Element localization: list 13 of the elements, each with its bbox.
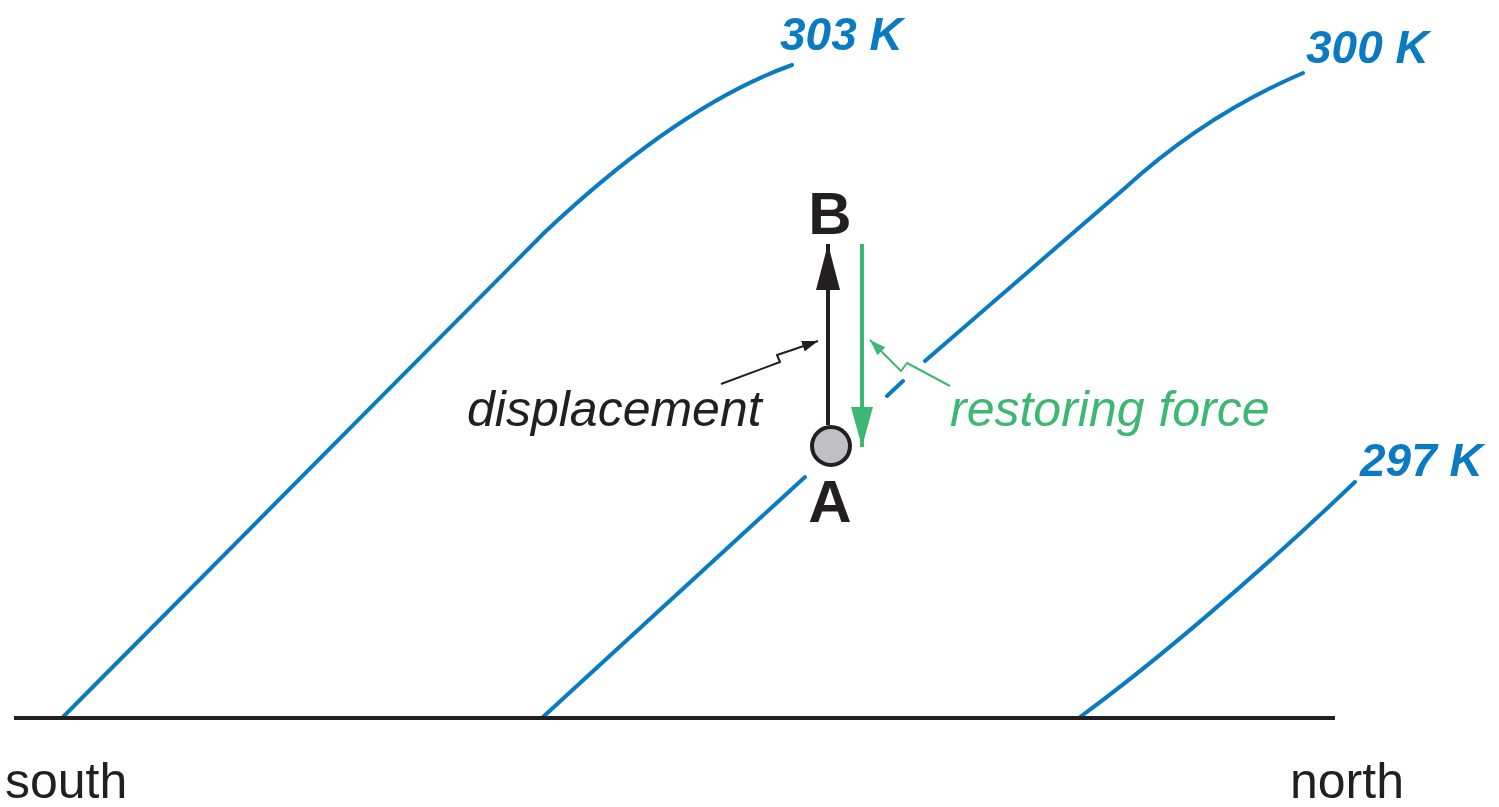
leader-line: [720, 340, 819, 385]
leader-line: [869, 339, 951, 387]
isentrope-label: 300 K: [1306, 24, 1429, 70]
isentrope-label: 297 K: [1360, 437, 1483, 483]
point-label: B: [808, 184, 852, 244]
arrow: [816, 244, 840, 425]
callout-label: restoring force: [950, 384, 1270, 434]
direction-label: north: [1290, 756, 1404, 806]
arrow: [851, 244, 873, 447]
direction-label: south: [5, 756, 128, 806]
point-label: A: [808, 472, 852, 532]
callout-label: displacement: [467, 384, 762, 434]
isentrope-label: 303 K: [780, 11, 903, 57]
